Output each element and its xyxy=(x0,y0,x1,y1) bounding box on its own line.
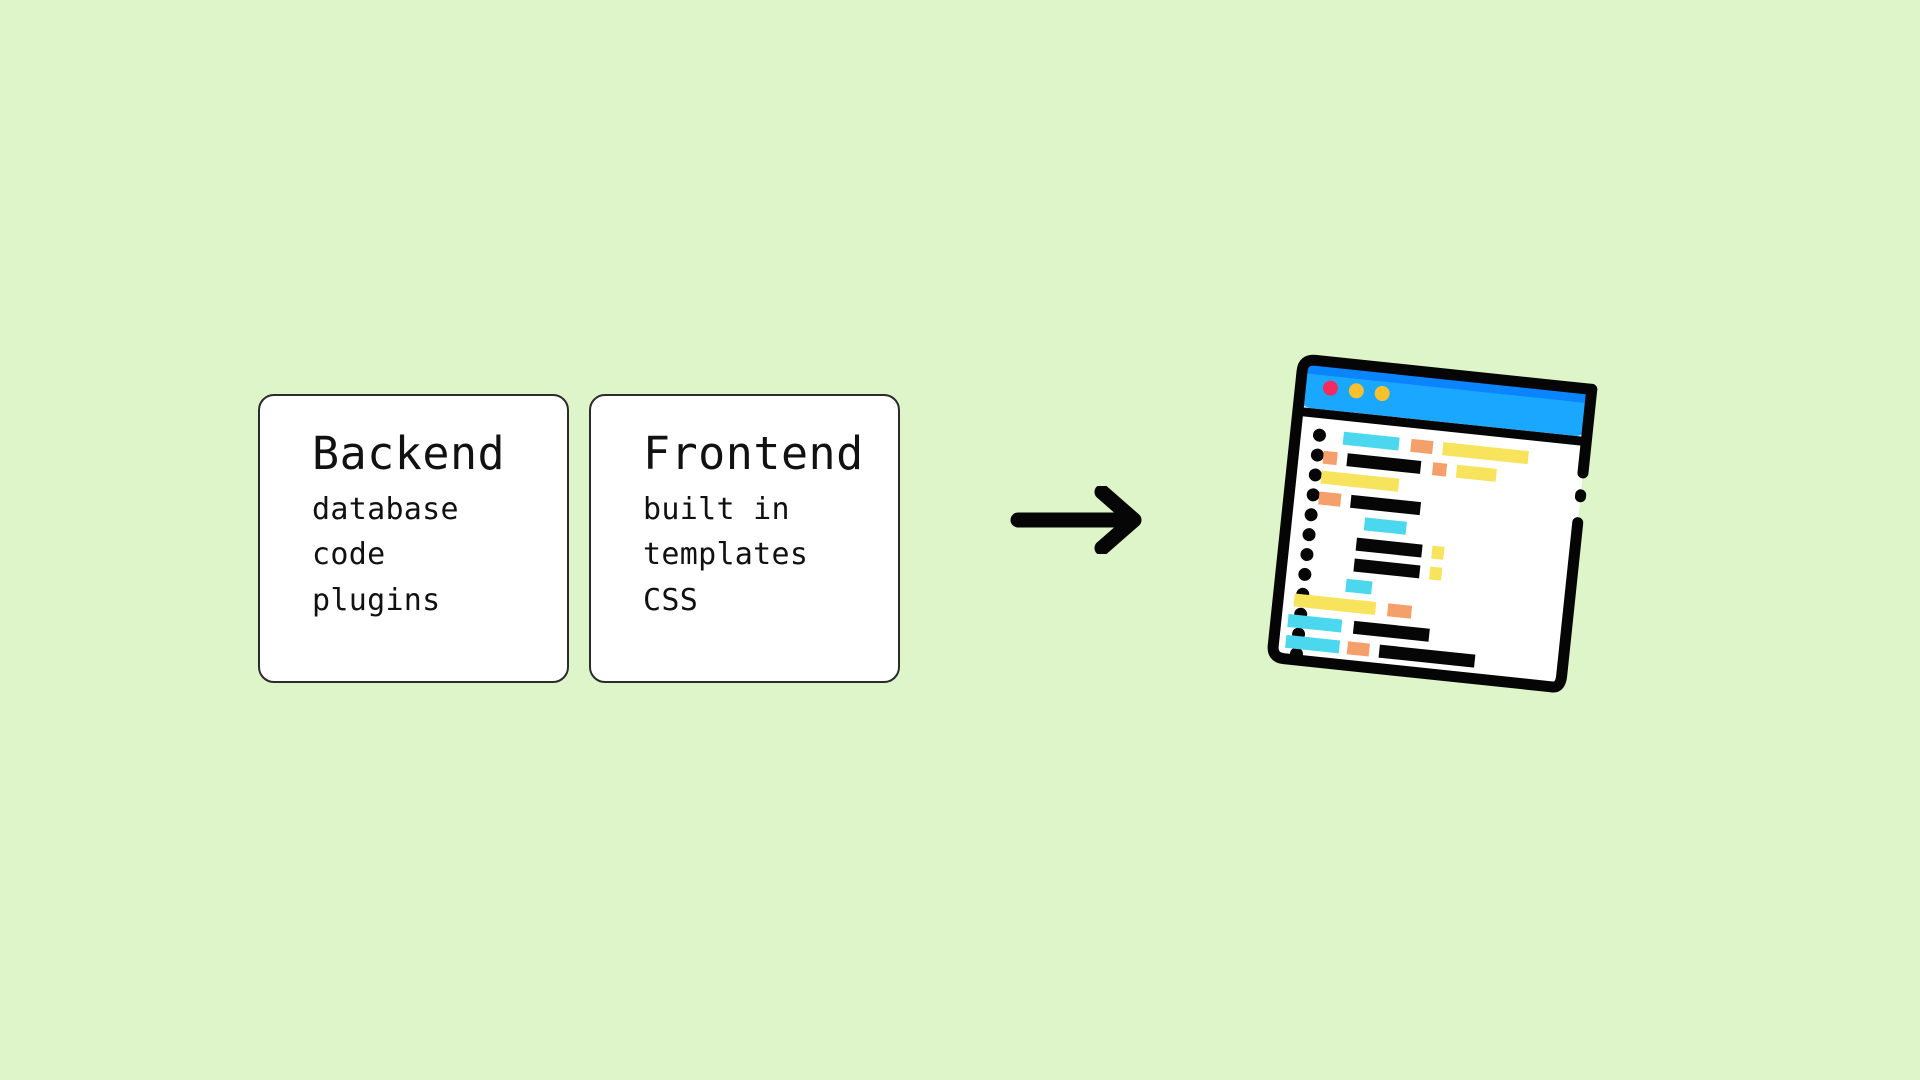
card-backend[interactable]: Backend database code plugins xyxy=(258,394,569,683)
code-line xyxy=(1363,517,1407,535)
list-item: code xyxy=(312,537,386,573)
list-item: built in templates xyxy=(643,491,809,573)
titlebar-separator xyxy=(1297,406,1587,447)
card-frontend[interactable]: Frontend built in templates CSS xyxy=(589,394,900,683)
window-frame xyxy=(1267,354,1598,693)
code-line xyxy=(1322,450,1497,482)
list-item: database xyxy=(312,491,459,527)
code-line xyxy=(1287,613,1430,642)
code-lines xyxy=(1285,431,1529,668)
code-line xyxy=(1355,537,1445,560)
code-line xyxy=(1285,634,1476,668)
close-dot-icon xyxy=(1322,380,1338,396)
card-backend-title: Backend xyxy=(312,427,506,480)
list-item: CSS xyxy=(643,582,699,618)
minimize-dot-icon xyxy=(1348,383,1364,399)
arrow-strokes xyxy=(1010,486,1142,554)
code-editor-window[interactable] xyxy=(1267,354,1602,702)
code-line xyxy=(1342,431,1529,465)
code-line xyxy=(1320,470,1400,492)
card-frontend-title: Frontend xyxy=(643,427,864,480)
code-line xyxy=(1345,578,1373,595)
code-line xyxy=(1293,593,1413,619)
maximize-dot-icon xyxy=(1374,386,1390,402)
code-line xyxy=(1318,491,1422,516)
code-line xyxy=(1353,558,1443,581)
right-arrow-icon xyxy=(1010,486,1150,554)
list-item: plugins xyxy=(312,582,441,618)
card-frontend-list: built in templates CSS xyxy=(643,487,898,624)
card-backend-list: database code plugins xyxy=(312,487,567,624)
